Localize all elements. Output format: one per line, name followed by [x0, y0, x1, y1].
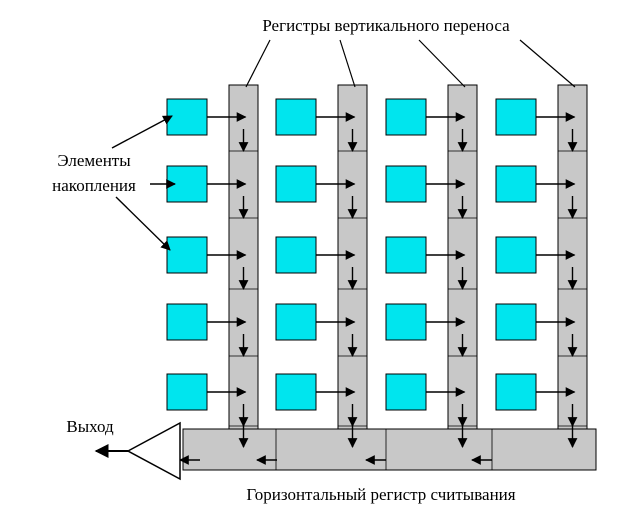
storage-elements-label-line1: Элементы [57, 151, 131, 170]
storage-element [385, 98, 427, 136]
storage-element [166, 303, 208, 341]
storage-element [495, 165, 537, 203]
register-leader-line [339, 39, 356, 88]
storage-element [385, 236, 427, 274]
storage-element [275, 236, 317, 274]
storage-element [495, 236, 537, 274]
storage-element [495, 98, 537, 136]
register-leader-line [519, 39, 576, 88]
register-leader-line [245, 39, 271, 88]
storage-element [166, 236, 208, 274]
output-amplifier [94, 421, 181, 481]
element-leader-arrow [115, 196, 171, 251]
horizontal-register-label: Горизонтальный регистр считывания [246, 485, 515, 504]
storage-element [385, 303, 427, 341]
output-label: Выход [66, 417, 114, 436]
storage-element [166, 98, 208, 136]
storage-element [385, 373, 427, 411]
storage-element [495, 303, 537, 341]
storage-elements [166, 98, 537, 411]
storage-elements-label-line2: накопления [52, 176, 136, 195]
storage-element [275, 98, 317, 136]
vertical-registers-label: Регистры вертикального переноса [262, 16, 510, 35]
storage-element [275, 165, 317, 203]
horizontal-register-body [182, 428, 597, 471]
storage-element [166, 373, 208, 411]
amplifier-triangle [126, 421, 181, 481]
storage-element [275, 303, 317, 341]
element-leader-arrow [111, 115, 173, 149]
transfer-arrows [179, 112, 578, 465]
storage-element [495, 373, 537, 411]
storage-element [275, 373, 317, 411]
leader-lines [111, 39, 576, 251]
register-leader-line [418, 39, 466, 88]
horizontal-register [182, 428, 597, 471]
storage-element [385, 165, 427, 203]
